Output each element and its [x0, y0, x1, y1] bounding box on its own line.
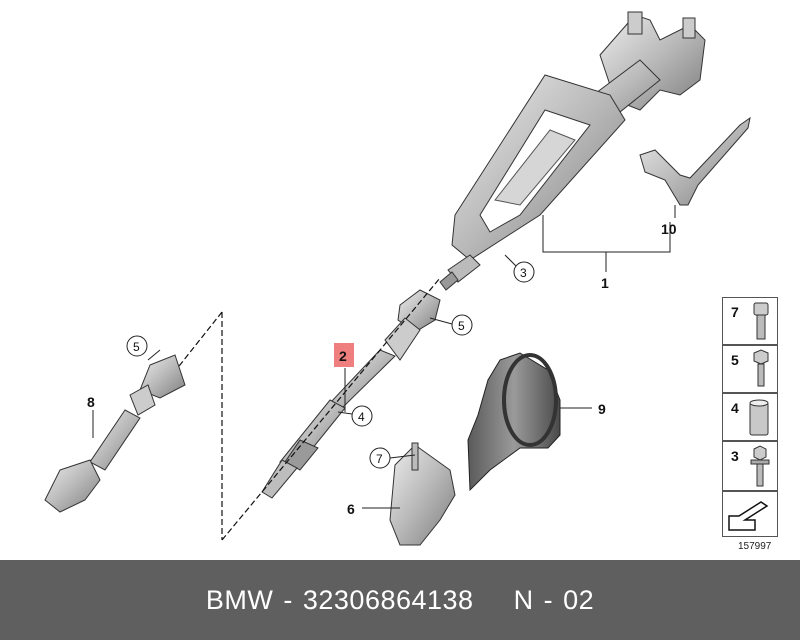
- callout-2: 2: [339, 348, 347, 364]
- callout-5b-circle: [126, 335, 148, 357]
- footer-position-label: N: [513, 584, 534, 615]
- legend-item-7: 7: [722, 297, 778, 345]
- callout-5b: 5: [133, 340, 140, 354]
- footer-brand: BMW: [205, 584, 274, 615]
- callout-5a: 5: [458, 319, 465, 333]
- callout-7: 7: [376, 452, 383, 466]
- steering-shaft: [261, 289, 441, 499]
- legend-number: 3: [731, 448, 739, 464]
- callout-4-circle: [351, 405, 373, 427]
- footer-part-number: 32306864138: [302, 584, 474, 615]
- legend-item-3: 3: [722, 441, 778, 491]
- callout-3-circle: [513, 261, 535, 283]
- clamp-clip: [389, 442, 456, 546]
- callout-4: 4: [358, 410, 365, 424]
- intermediate-shaft: [44, 354, 186, 513]
- callout-5a-circle: [451, 314, 473, 336]
- footer-position-number: 02: [563, 584, 595, 615]
- leader-lines: [92, 205, 676, 509]
- sleeve-nut-icon: [749, 399, 769, 436]
- callout-1: 1: [601, 275, 609, 291]
- callout-8: 8: [87, 394, 95, 410]
- direction-arrow-icon: [728, 501, 769, 531]
- legend-item-5: 5: [722, 345, 778, 393]
- rubber-boot: [467, 352, 561, 492]
- footer-separator: -: [283, 584, 293, 615]
- callout-3: 3: [520, 266, 527, 280]
- footer-bar: BMW - 32306864138 N - 02: [0, 560, 800, 640]
- footer-text: BMW - 32306864138 N - 02: [0, 560, 800, 640]
- hex-bolt-icon: [753, 349, 769, 387]
- callout-9: 9: [598, 401, 606, 417]
- callout-6: 6: [347, 501, 355, 517]
- legend-item-arrow: [722, 491, 778, 537]
- callout-7-circle: [369, 447, 391, 469]
- flange-bolt-icon: [750, 445, 770, 487]
- footer-separator: -: [543, 584, 554, 615]
- legend-number: 7: [731, 304, 739, 320]
- callout-10: 10: [661, 221, 677, 237]
- steering-column-assembly: [439, 11, 751, 291]
- legend-number: 5: [731, 352, 739, 368]
- reference-number: 157997: [738, 541, 772, 552]
- legend-item-4: 4: [722, 393, 778, 441]
- legend-number: 4: [731, 400, 739, 416]
- torx-bolt-icon: [753, 302, 769, 340]
- callout-2-highlight: [334, 343, 354, 367]
- parts-diagram: 1 2 3 4 5 5 6 7 8 9 10: [44, 11, 751, 546]
